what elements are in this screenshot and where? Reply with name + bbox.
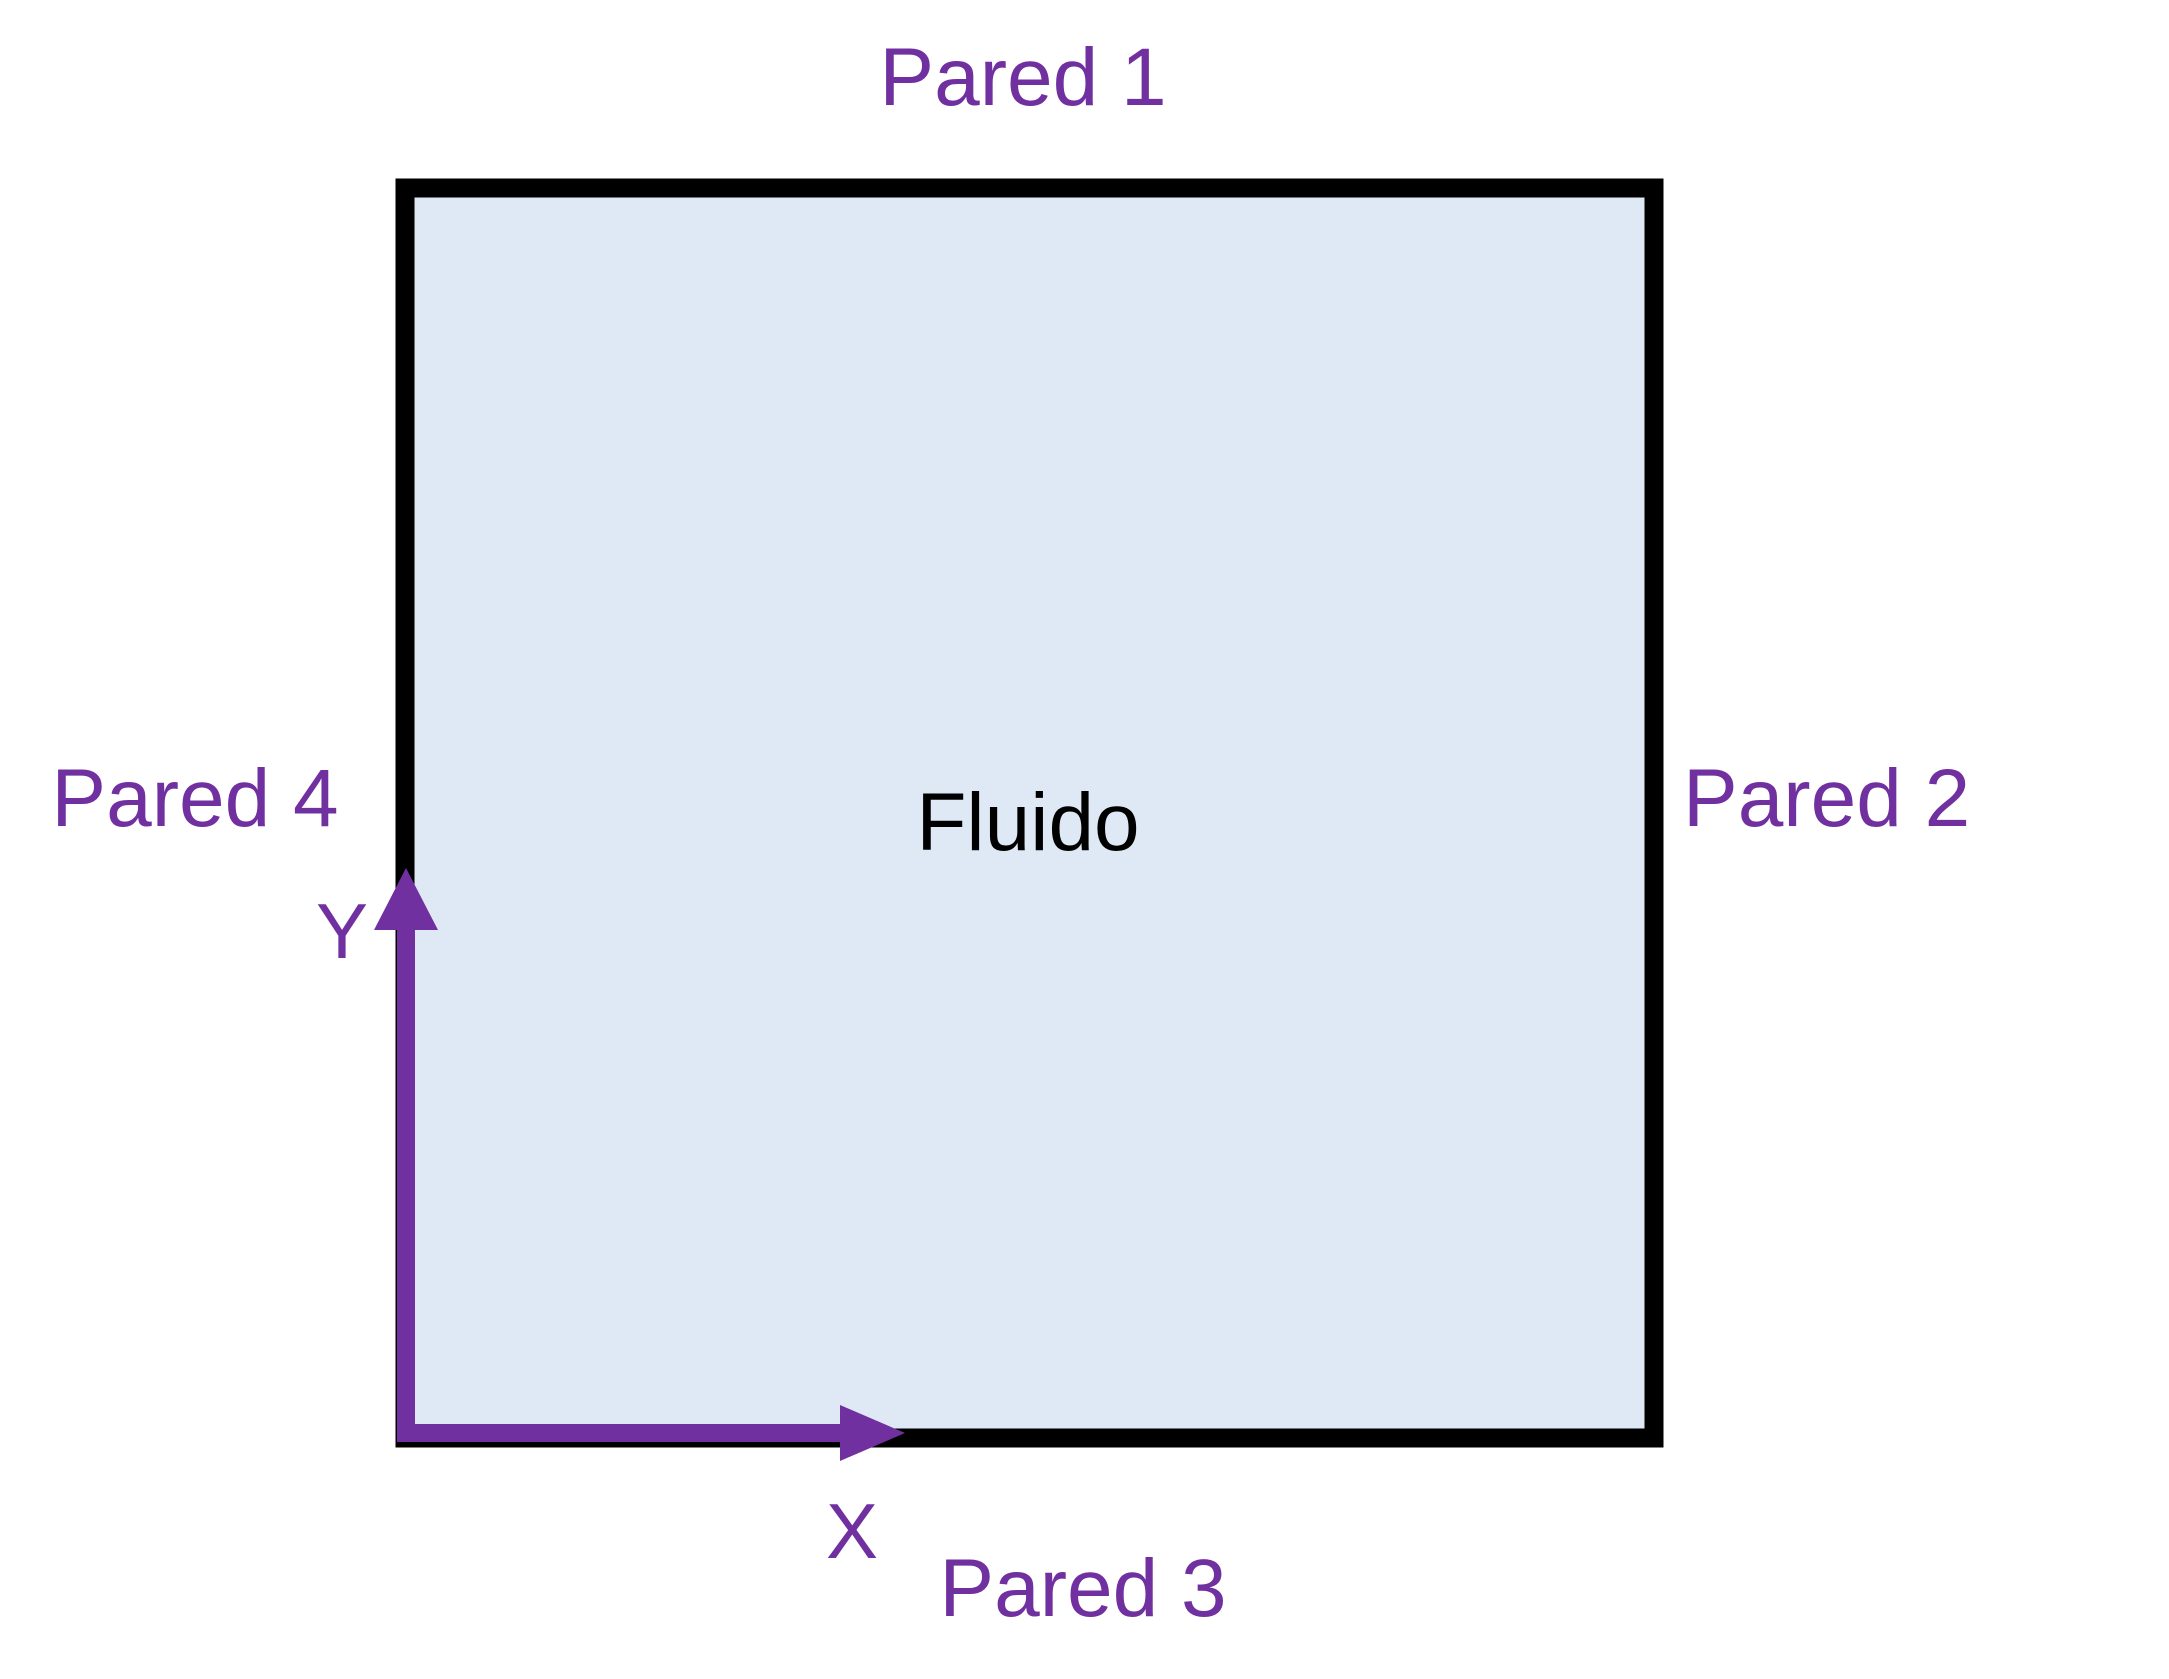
x-axis-label: X [826, 1487, 878, 1575]
y-axis-label: Y [316, 887, 368, 975]
fluid-domain-box [395, 178, 1664, 1448]
coordinate-axes [374, 868, 905, 1461]
wall-label-right: Pared 2 [1683, 753, 1970, 844]
fluid-region-label: Fluido [916, 777, 1139, 868]
wall-label-bottom: Pared 3 [939, 1543, 1226, 1634]
y-axis-arrowhead-icon [374, 868, 438, 930]
wall-label-left: Pared 4 [51, 753, 338, 844]
x-axis-arrowhead-icon [840, 1405, 905, 1461]
wall-label-top: Pared 1 [879, 32, 1166, 123]
